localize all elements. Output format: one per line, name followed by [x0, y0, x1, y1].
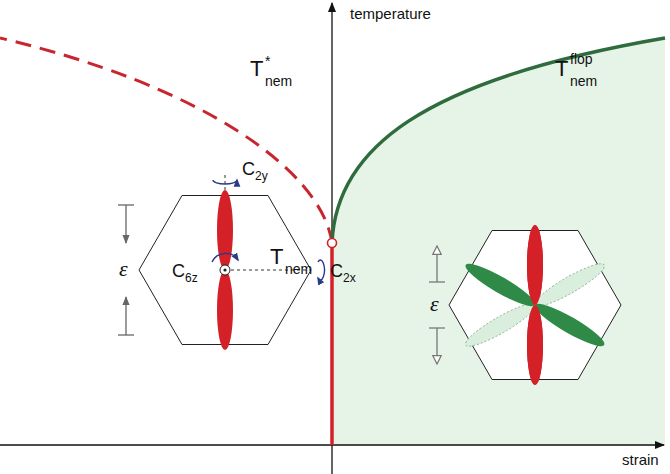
subscript: 2x: [343, 272, 356, 284]
subscript: nem: [570, 74, 597, 88]
superscript: flop: [570, 52, 593, 66]
critical-point: [328, 239, 337, 248]
symmetry-symbol: C: [242, 160, 255, 178]
strain-symbol: ε: [119, 258, 128, 280]
right-hexagon: [429, 225, 621, 385]
superscript: *: [265, 54, 270, 68]
subscript: nem: [285, 262, 312, 276]
phase-symbol: T: [555, 58, 568, 80]
strain-symbol: ε: [430, 293, 439, 315]
left-hexagon: [118, 175, 324, 350]
phase-symbol: T: [270, 246, 283, 268]
symmetry-symbol: C: [330, 262, 343, 280]
dashed-phase-line: [0, 38, 332, 243]
symmetry-symbol: C: [172, 262, 185, 280]
axis-label: temperature: [350, 6, 431, 21]
subscript: nem: [265, 74, 292, 88]
flop-region: [332, 38, 665, 445]
phase-symbol: T: [250, 58, 263, 80]
axis-label: strain: [622, 452, 659, 467]
subscript: 2y: [255, 170, 268, 182]
flop-phase-line: [332, 38, 665, 243]
subscript: 6z: [185, 272, 198, 284]
